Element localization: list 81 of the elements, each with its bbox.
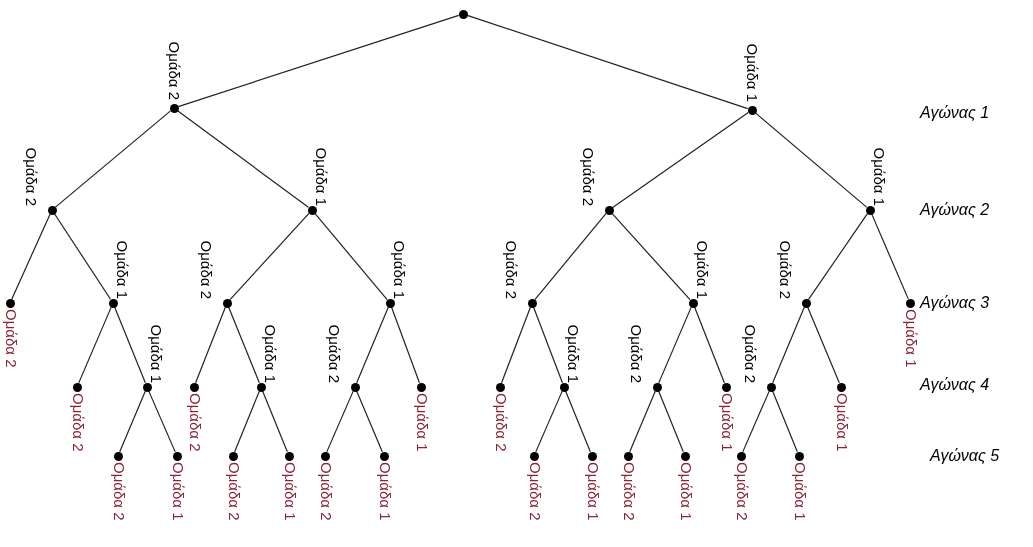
game-label: Αγώνας 2	[920, 200, 990, 220]
branch-line	[53, 213, 112, 300]
edge-label: Ομάδα 2	[167, 41, 182, 100]
branch-line	[326, 390, 354, 453]
branch-line	[356, 390, 383, 453]
outcome-label: Ομάδα 2	[112, 462, 127, 521]
branch-line	[871, 213, 909, 300]
edge-label: Ομάδα 2	[629, 324, 644, 383]
outcome-label: Ομάδα 2	[319, 462, 334, 521]
branch-line	[119, 390, 146, 453]
branch-line	[772, 306, 805, 384]
edge-label: Ομάδα 2	[743, 324, 758, 383]
branch-line	[535, 390, 563, 453]
branch-line	[177, 110, 309, 208]
edge-label: Ομάδα 2	[778, 240, 793, 299]
game-label: Αγώνας 1	[920, 103, 990, 123]
branch-line	[807, 213, 869, 300]
branch-line	[78, 306, 112, 384]
outcome-label: Ομάδα 2	[735, 462, 750, 521]
outcome-label: Ομάδα 1	[793, 462, 808, 521]
outcome-label: Ομάδα 2	[622, 462, 637, 521]
edge-label: Ομάδα 2	[24, 147, 39, 206]
branch-line	[195, 306, 226, 384]
edge-label: Ομάδα 1	[745, 43, 760, 102]
branch-line	[356, 306, 389, 384]
outcome-label: Ομάδα 1	[720, 393, 735, 452]
branch-line	[501, 306, 531, 384]
outcome-label: Ομάδα 1	[835, 393, 850, 452]
outcome-label: Ομάδα 1	[378, 462, 393, 521]
branch-line	[54, 110, 172, 208]
outcome-label: Ομάδα 2	[528, 462, 543, 521]
branch-line	[177, 14, 460, 108]
branch-line	[314, 212, 388, 301]
branch-line	[390, 306, 421, 384]
outcome-label: Ομάδα 2	[71, 393, 86, 452]
edge-label: Ομάδα 1	[149, 324, 164, 383]
edge-label: Ομάδα 2	[504, 240, 519, 299]
branch-line	[533, 306, 563, 384]
outcome-label: Ομάδα 2	[188, 393, 203, 452]
outcome-label: Ομάδα 1	[904, 309, 919, 368]
branch-line	[629, 390, 656, 453]
outcome-label: Ομάδα 2	[4, 309, 19, 368]
edge-label: Ομάδα 1	[115, 240, 130, 299]
game-label: Αγώνας 3	[920, 293, 990, 313]
edge-label: Ομάδα 2	[327, 324, 342, 383]
branch-line	[229, 212, 310, 301]
edge-label: Ομάδα 1	[314, 147, 329, 206]
game-label: Αγώνας 4	[920, 375, 990, 395]
outcome-label: Ομάδα 2	[227, 462, 242, 521]
branch-line	[262, 390, 288, 453]
branch-line	[658, 390, 684, 453]
branch-line	[228, 306, 260, 384]
branch-line	[114, 306, 146, 384]
outcome-label: Ομάδα 1	[171, 462, 186, 521]
outcome-label: Ομάδα 2	[494, 393, 509, 452]
branch-line	[611, 212, 691, 301]
branch-line	[148, 390, 176, 453]
edge-label: Ομάδα 2	[581, 147, 596, 206]
edge-label: Ομάδα 1	[695, 240, 710, 299]
branch-line	[534, 212, 607, 301]
branch-line	[565, 390, 591, 453]
branch-line	[694, 306, 725, 384]
edge-label: Ομάδα 1	[872, 147, 887, 206]
branch-line	[234, 390, 260, 453]
branch-line	[807, 306, 840, 384]
branch-line	[658, 306, 692, 384]
edge-label: Ομάδα 2	[199, 240, 214, 299]
outcome-label: Ομάδα 1	[679, 462, 694, 521]
branch-line	[772, 390, 798, 453]
outcome-label: Ομάδα 1	[586, 462, 601, 521]
edge-label: Ομάδα 1	[263, 324, 278, 383]
edge-label: Ομάδα 1	[566, 324, 581, 383]
outcome-label: Ομάδα 1	[415, 393, 430, 452]
outcome-label: Ομάδα 1	[283, 462, 298, 521]
game-label: Αγώνας 5	[930, 446, 1000, 466]
branch-line	[612, 112, 749, 208]
branch-line	[742, 390, 770, 453]
edge-label: Ομάδα 1	[392, 240, 407, 299]
branch-line	[11, 213, 51, 300]
branch-line	[754, 112, 868, 208]
branch-line	[466, 14, 749, 110]
